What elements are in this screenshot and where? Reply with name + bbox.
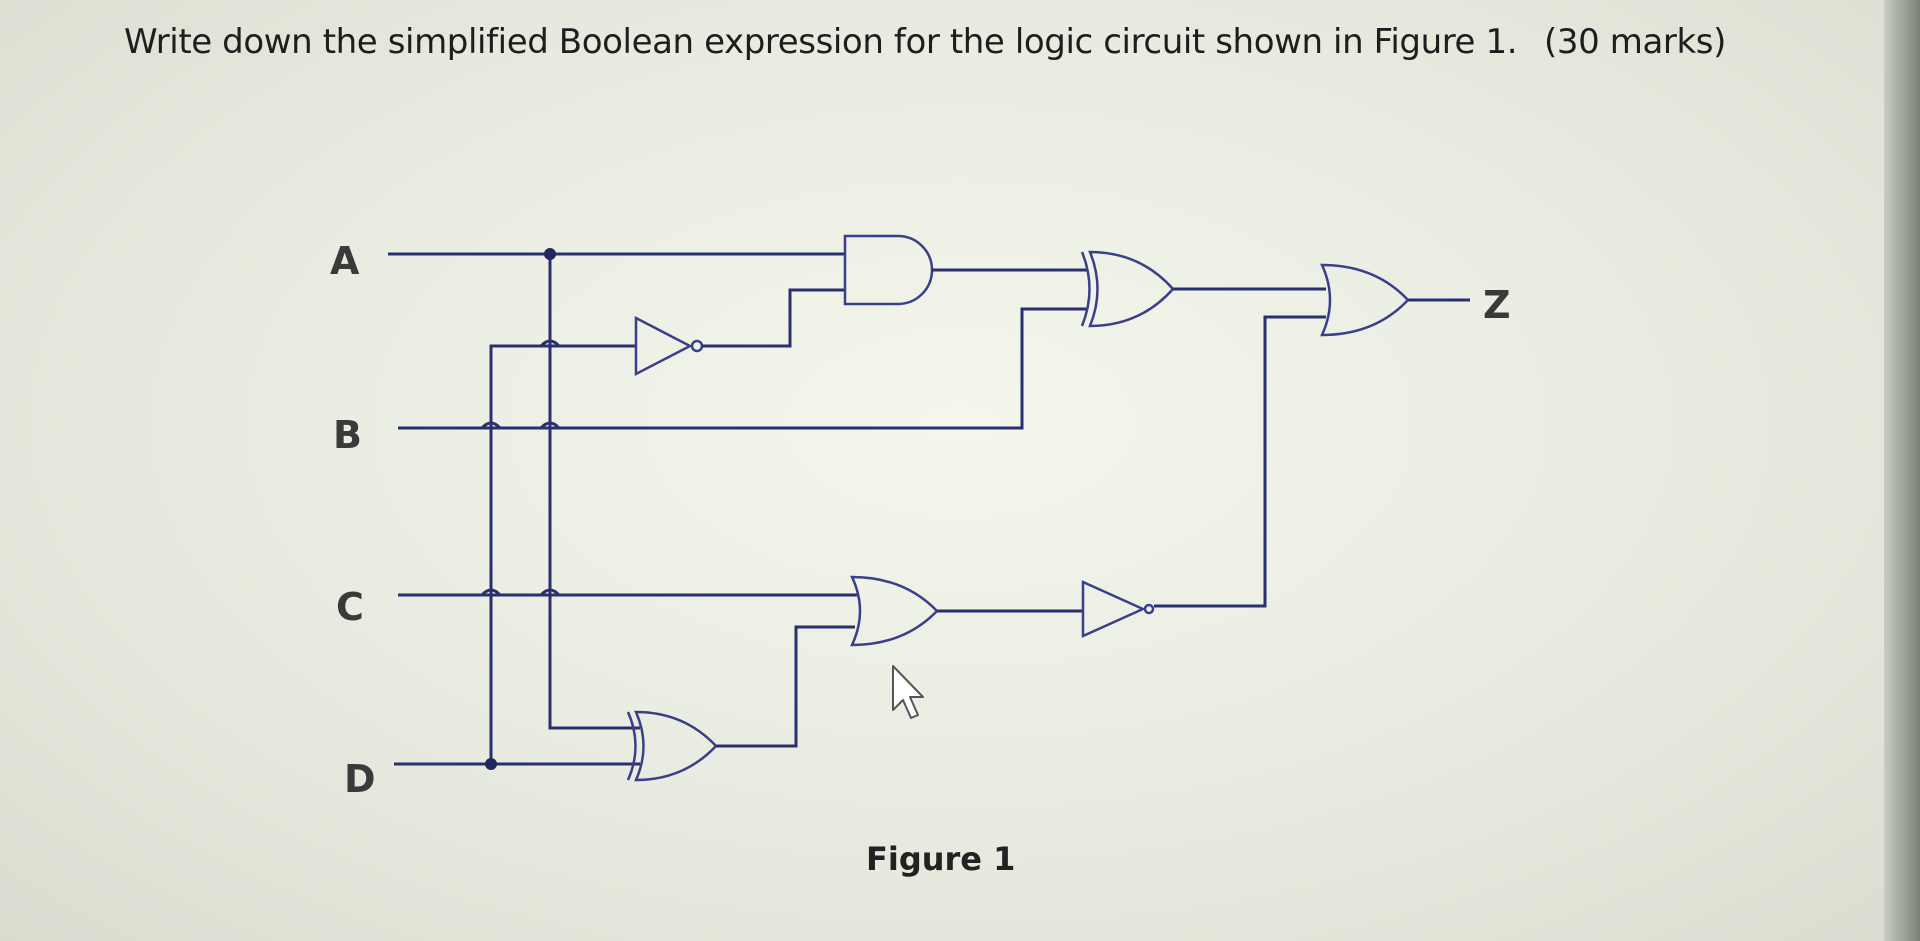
or-gate-middle [850,575,939,647]
wire-hop [539,588,561,597]
question-text: Write down the simplified Boolean expres… [124,22,1518,62]
not-gate [634,315,704,377]
xor-gate-top [1080,250,1175,328]
marks-label: (30 marks) [1544,22,1726,62]
wire-hop [480,421,502,430]
junction-dot [485,758,497,770]
wire-hop [539,421,561,430]
wire-hop [480,588,502,597]
wire-d-tap [489,344,636,764]
wire-a-tap [548,254,640,730]
wire-buffer-out [1154,315,1326,608]
wire-xor2-out [716,625,855,748]
xor-gate-bottom [626,710,718,782]
output-label-z: Z [1483,283,1511,327]
wire-hop [539,339,561,348]
input-label-d: D [344,757,376,801]
screen-edge [1884,0,1920,941]
input-label-b: B [333,413,362,457]
wire-not-out [702,288,845,348]
or-gate-output [1320,263,1410,337]
buffer-gate [1081,580,1155,638]
input-label-c: C [336,585,364,629]
figure-caption: Figure 1 [866,840,1016,878]
mouse-pointer-icon [892,665,924,719]
wire-b [398,307,1087,430]
input-label-a: A [330,239,360,283]
junction-dot [544,248,556,260]
and-gate [843,234,934,306]
